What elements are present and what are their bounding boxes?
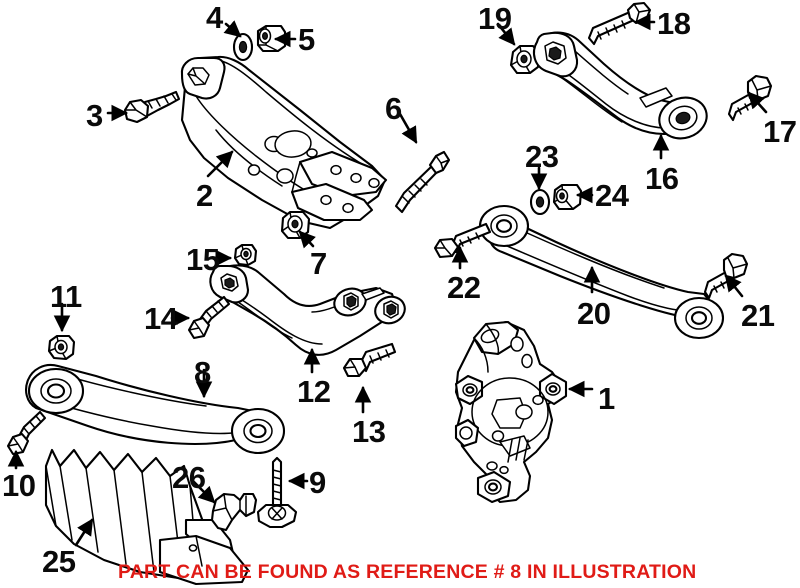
callout-7: 7 — [310, 246, 327, 281]
part-14-bolt — [187, 295, 231, 340]
part-10-bolt — [6, 410, 47, 456]
callout-19: 19 — [478, 1, 512, 36]
callout-23: 23 — [525, 139, 559, 174]
callout-25: 25 — [42, 544, 76, 579]
callout-20: 20 — [577, 296, 611, 331]
callout-1: 1 — [598, 381, 615, 416]
part-11-nut — [47, 334, 76, 361]
part-22-bolt — [433, 222, 492, 259]
callout-14: 14 — [144, 301, 178, 336]
part-26-retainer-clip — [210, 492, 258, 532]
part-23-washer — [529, 188, 551, 216]
callout-2: 2 — [196, 178, 213, 213]
callout-24: 24 — [595, 178, 629, 213]
part-20-lateral-arm — [478, 204, 725, 340]
callout-16: 16 — [645, 161, 679, 196]
part-3-bolt — [123, 90, 181, 124]
part-9-screw — [256, 456, 298, 529]
part-25-splash-shield — [44, 448, 250, 586]
callout-13: 13 — [352, 414, 386, 449]
part-7-nut — [280, 210, 311, 240]
part-24-nut — [552, 183, 583, 211]
part-18-bolt — [587, 1, 652, 46]
callout-11: 11 — [50, 279, 82, 314]
part-13-bolt — [342, 342, 397, 378]
callout-15: 15 — [186, 242, 220, 277]
part-2-lower-control-arm — [180, 55, 388, 230]
callout-21: 21 — [741, 298, 775, 333]
callout-8: 8 — [194, 355, 211, 390]
part-4-washer — [232, 32, 254, 62]
callout-12: 12 — [297, 374, 331, 409]
callout-5: 5 — [298, 22, 315, 57]
part-8-lateral-link — [25, 363, 286, 455]
callout-10: 10 — [2, 468, 36, 503]
callout-26: 26 — [172, 460, 206, 495]
callout-4: 4 — [206, 0, 223, 35]
reference-footnote: PART CAN BE FOUND AS REFERENCE # 8 IN IL… — [118, 561, 697, 583]
callout-6: 6 — [385, 91, 402, 126]
part-16-upper-control-arm — [532, 31, 708, 140]
part-6-bolt — [394, 150, 451, 214]
callout-9: 9 — [309, 465, 326, 500]
part-1-rear-knuckle — [454, 320, 568, 504]
part-12-trailing-arm — [209, 264, 406, 356]
leader-lines — [7, 13, 768, 547]
part-19-nut — [509, 44, 541, 75]
callout-18: 18 — [657, 6, 691, 41]
callout-3: 3 — [86, 98, 103, 133]
callout-17: 17 — [763, 114, 797, 149]
callout-22: 22 — [447, 270, 481, 305]
part-15-nut — [233, 243, 258, 267]
